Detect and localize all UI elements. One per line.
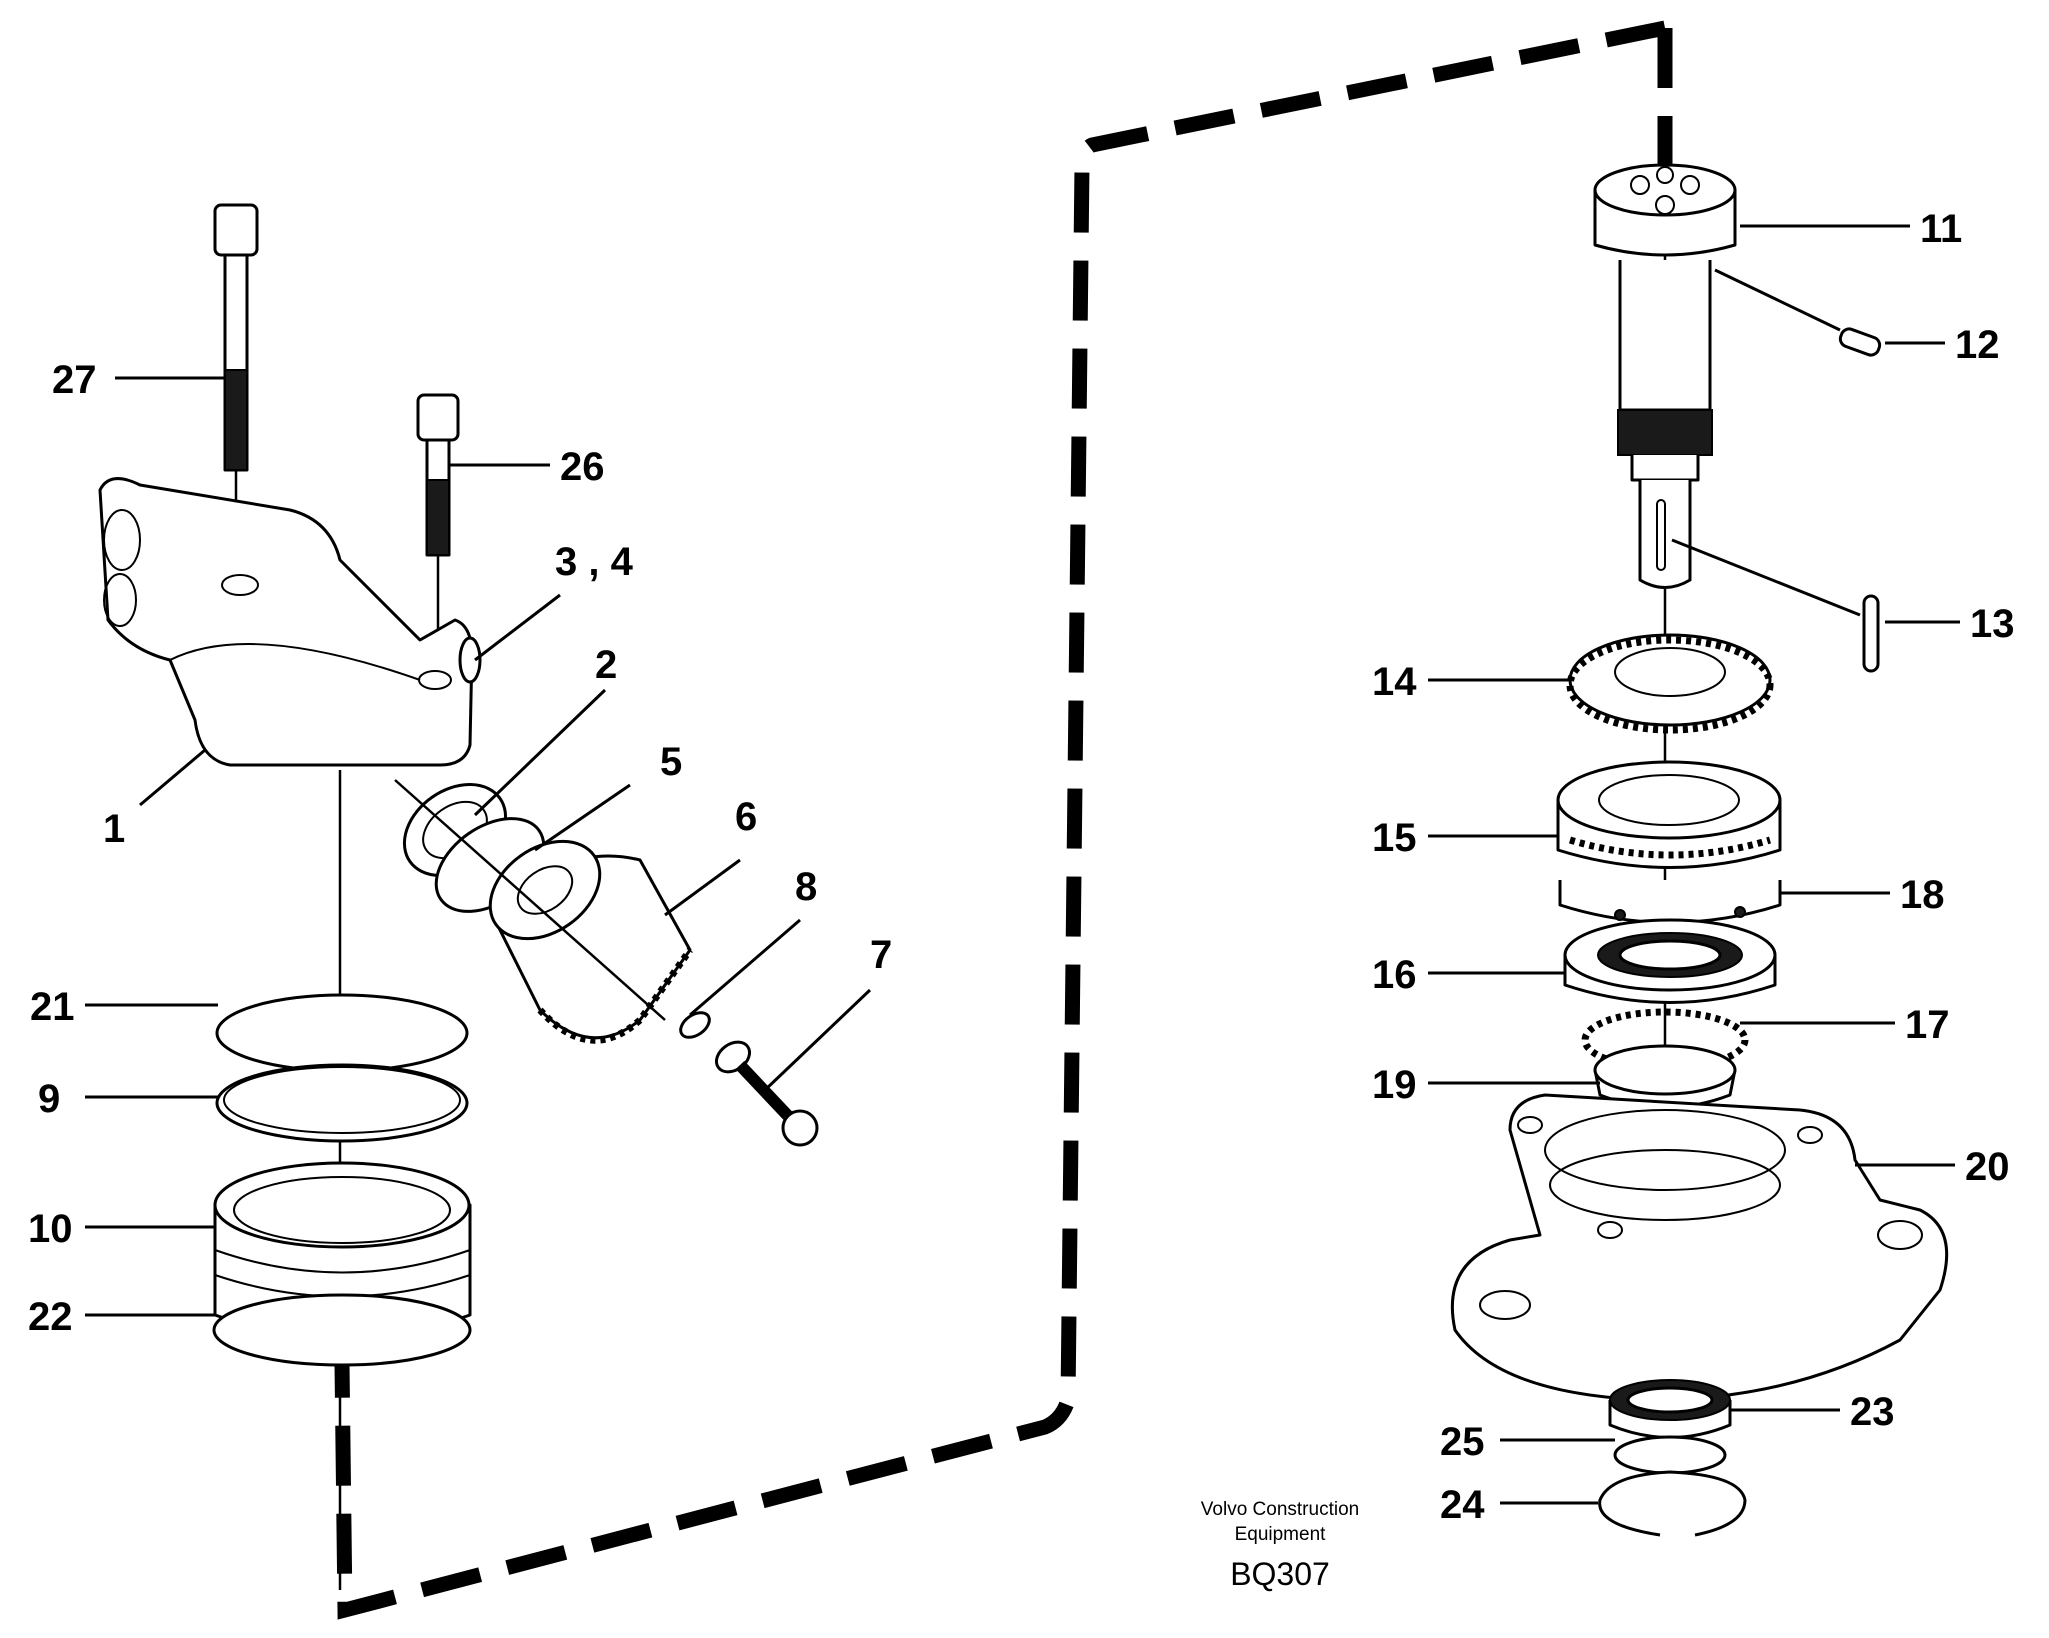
label-26: 26	[560, 445, 605, 489]
bolt-27	[213, 203, 259, 580]
left-assembly	[98, 203, 819, 1590]
caption-code: BQ307	[1230, 1556, 1330, 1592]
pin-7	[714, 1040, 819, 1147]
label-24: 24	[1440, 1483, 1485, 1527]
label-12: 12	[1955, 323, 2000, 367]
ring-18	[1558, 880, 1782, 924]
seal-23	[1608, 1379, 1732, 1439]
caption: Volvo Construction Equipment BQ307	[1201, 1499, 1359, 1592]
right-assembly	[1450, 163, 1949, 1537]
nut-19	[1593, 1044, 1737, 1109]
label-8: 8	[795, 865, 817, 909]
label-11: 11	[1920, 207, 1962, 251]
dashed-connector-frame	[332, 20, 1673, 1620]
label-13: 13	[1970, 602, 2015, 646]
label-23: 23	[1850, 1390, 1895, 1434]
label-14: 14	[1372, 660, 1417, 704]
label-15: 15	[1372, 816, 1417, 860]
label-20: 20	[1965, 1145, 2010, 1189]
label-7: 7	[870, 933, 892, 977]
ring-25	[1613, 1435, 1727, 1475]
part-labels: 27 26 3 , 4 2 1 5 6 8 7 21 9 10 22 11 12…	[28, 207, 2015, 1527]
shaft-11	[1593, 163, 1737, 589]
label-10: 10	[28, 1207, 73, 1251]
label-25: 25	[1440, 1420, 1485, 1464]
label-21: 21	[30, 985, 75, 1029]
bolt-26	[416, 393, 460, 670]
ring-9	[215, 1063, 469, 1143]
housing-1	[98, 477, 482, 767]
bearing-16	[1563, 918, 1777, 1004]
label-3-4: 3 , 4	[555, 540, 634, 584]
lock-washer-17	[1581, 1008, 1749, 1072]
label-9: 9	[38, 1077, 60, 1121]
label-1: 1	[103, 807, 125, 851]
label-2: 2	[595, 643, 617, 687]
caption-line-1: Volvo Construction	[1201, 1499, 1359, 1520]
ring-22	[212, 1293, 472, 1367]
caption-line-2: Equipment	[1235, 1524, 1327, 1545]
circlip-24	[1598, 1470, 1747, 1537]
pin-13	[1862, 594, 1880, 673]
key-12	[1838, 327, 1882, 357]
label-16: 16	[1372, 953, 1417, 997]
label-5: 5	[660, 740, 682, 784]
bevel-gear-6	[488, 839, 693, 1044]
bearing-15	[1556, 760, 1782, 869]
label-19: 19	[1372, 1063, 1417, 1107]
washer-8	[679, 1011, 711, 1039]
label-6: 6	[735, 795, 757, 839]
ring-21	[215, 993, 469, 1073]
left-diagonal-axis	[394, 779, 666, 1021]
label-18: 18	[1900, 873, 1945, 917]
label-17: 17	[1905, 1003, 1950, 1047]
label-27: 27	[52, 358, 97, 402]
bevel-gear-14	[1566, 633, 1774, 734]
label-22: 22	[28, 1295, 73, 1339]
flange-housing-20	[1450, 1093, 1949, 1402]
leader-lines	[85, 224, 1960, 1505]
